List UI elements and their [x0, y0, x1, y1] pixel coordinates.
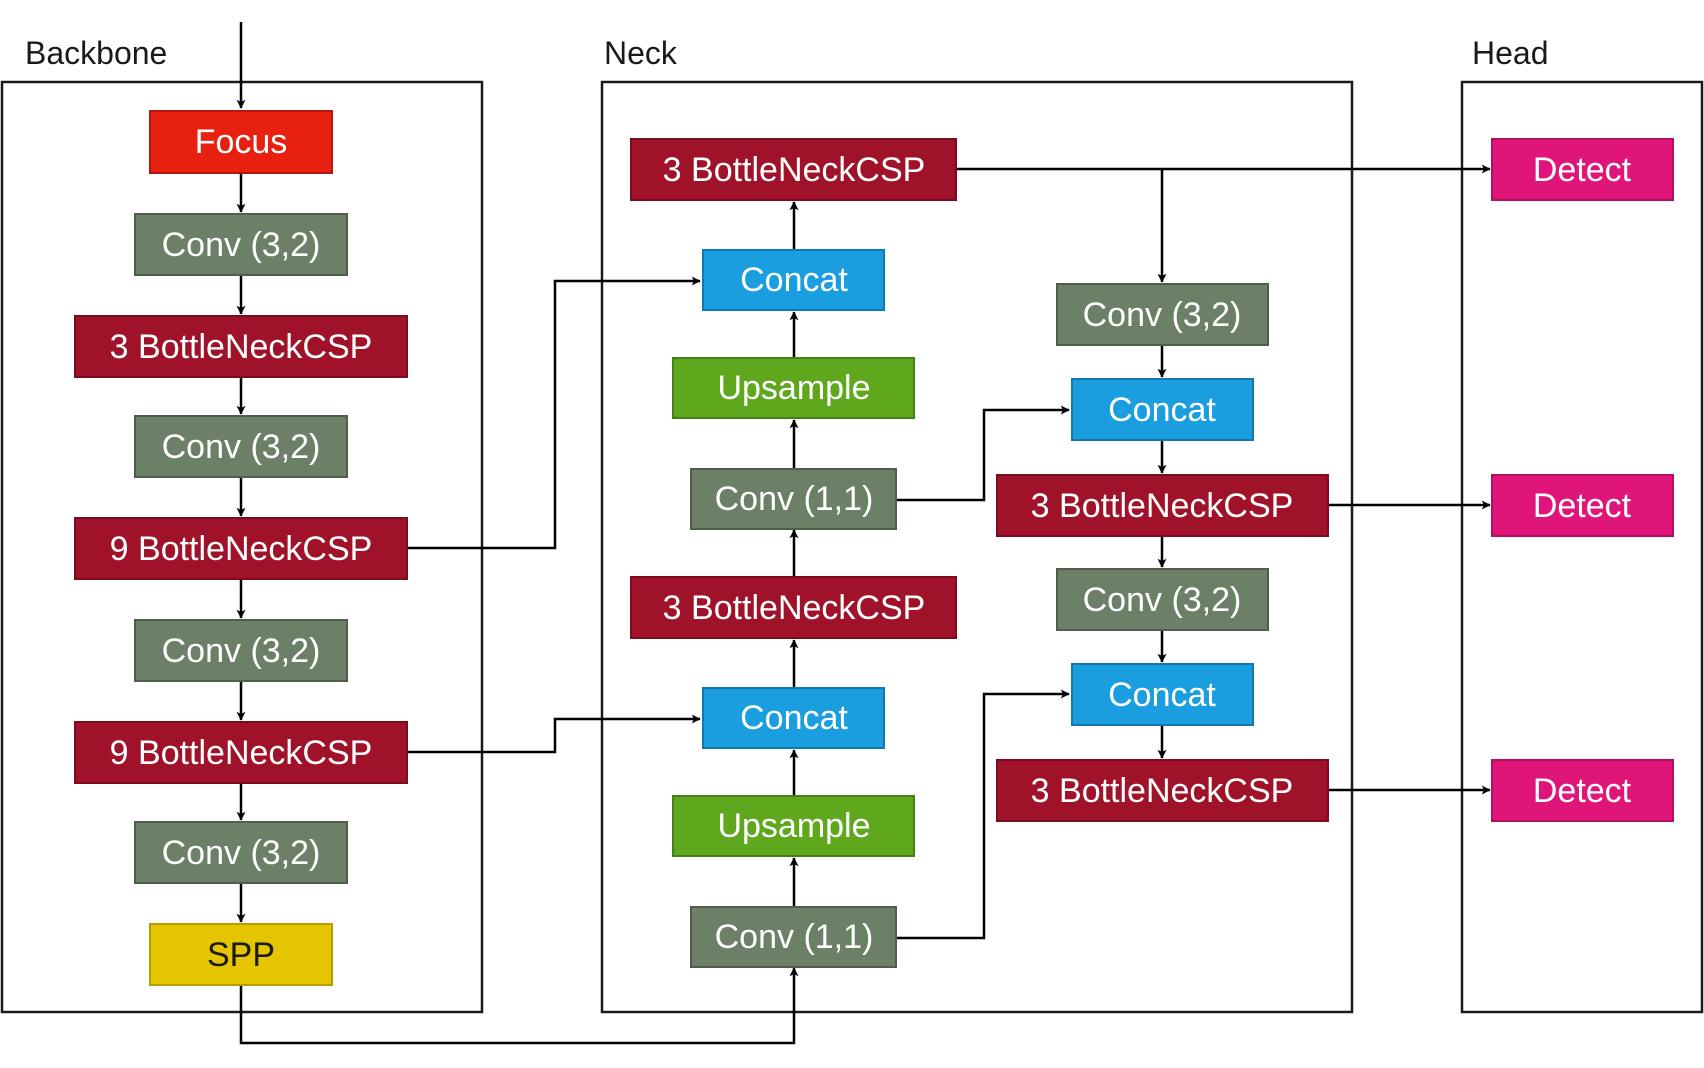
detect-node: Detect	[1491, 759, 1674, 822]
concat-label: Concat	[1108, 391, 1216, 429]
conv-label: Conv (1,1)	[715, 918, 874, 956]
conv-node: Conv (3,2)	[134, 619, 348, 682]
conv-node: Conv (3,2)	[134, 213, 348, 276]
upsample-node: Upsample	[672, 795, 915, 857]
bottleneck-csp-label: 3 BottleNeckCSP	[1031, 487, 1294, 525]
bottleneck-csp-node: 3 BottleNeckCSP	[630, 576, 957, 639]
neck-left-nodes: 3 BottleNeckCSP Concat Upsample Conv (1,…	[630, 138, 957, 968]
detect-label: Detect	[1533, 772, 1632, 810]
bottleneck-csp-label: 3 BottleNeckCSP	[663, 589, 926, 627]
conv-node: Conv (1,1)	[690, 468, 897, 530]
bottleneck-csp-node: 3 BottleNeckCSP	[996, 474, 1329, 537]
edge-spp-conv-bottom	[239, 967, 799, 1045]
spp-label: SPP	[207, 936, 275, 974]
bottleneck-csp-node: 3 BottleNeckCSP	[630, 138, 957, 201]
bottleneck-csp-node: 9 BottleNeckCSP	[74, 721, 408, 784]
conv-node: Conv (3,2)	[134, 821, 348, 884]
conv-node: Conv (3,2)	[134, 415, 348, 478]
conv-label: Conv (3,2)	[162, 632, 321, 670]
bottleneck-csp-node: 9 BottleNeckCSP	[74, 517, 408, 580]
bottleneck-csp-label: 3 BottleNeckCSP	[663, 151, 926, 189]
concat-node: Concat	[702, 687, 885, 749]
concat-label: Concat	[740, 261, 848, 299]
edge-csp3-concat-bottom	[407, 714, 701, 754]
backbone-label: Backbone	[25, 35, 167, 71]
bottleneck-csp-label: 9 BottleNeckCSP	[110, 734, 373, 772]
upsample-label: Upsample	[717, 807, 870, 845]
bottleneck-csp-label: 3 BottleNeckCSP	[1031, 772, 1294, 810]
edge-csp2-concat-top	[407, 276, 701, 550]
concat-label: Concat	[740, 699, 848, 737]
edges	[236, 22, 1491, 1045]
detect-label: Detect	[1533, 487, 1632, 525]
bottleneck-csp-node: 3 BottleNeckCSP	[996, 759, 1329, 822]
neck-right-nodes: Conv (3,2) Concat 3 BottleNeckCSP Conv (…	[996, 283, 1329, 822]
conv-label: Conv (3,2)	[1083, 581, 1242, 619]
bottleneck-csp-label: 3 BottleNeckCSP	[110, 328, 373, 366]
concat-label: Concat	[1108, 676, 1216, 714]
upsample-label: Upsample	[717, 369, 870, 407]
edge-conv-top-concat-r1	[896, 405, 1070, 502]
concat-node: Concat	[1071, 378, 1254, 441]
concat-node: Concat	[1071, 663, 1254, 726]
focus-label: Focus	[195, 123, 288, 161]
conv-label: Conv (3,2)	[162, 834, 321, 872]
neck-label: Neck	[604, 35, 678, 71]
upsample-node: Upsample	[672, 357, 915, 419]
edge-conv-bottom-concat-r2	[896, 689, 1070, 940]
detect-node: Detect	[1491, 138, 1674, 201]
spp-node: SPP	[149, 923, 333, 986]
bottleneck-csp-node: 3 BottleNeckCSP	[74, 315, 408, 378]
bottleneck-csp-label: 9 BottleNeckCSP	[110, 530, 373, 568]
conv-label: Conv (3,2)	[162, 428, 321, 466]
backbone-nodes: Focus Conv (3,2) 3 BottleNeckCSP Conv (3…	[74, 110, 408, 986]
focus-node: Focus	[149, 110, 333, 174]
conv-node: Conv (1,1)	[690, 906, 897, 968]
conv-label: Conv (3,2)	[1083, 296, 1242, 334]
head-label: Head	[1472, 35, 1549, 71]
conv-label: Conv (1,1)	[715, 480, 874, 518]
detect-label: Detect	[1533, 151, 1632, 189]
detect-node: Detect	[1491, 474, 1674, 537]
concat-node: Concat	[702, 249, 885, 311]
conv-node: Conv (3,2)	[1056, 283, 1269, 346]
head-nodes: Detect Detect Detect	[1491, 138, 1674, 822]
conv-node: Conv (3,2)	[1056, 568, 1269, 631]
head-frame	[1460, 80, 1704, 1014]
conv-label: Conv (3,2)	[162, 226, 321, 264]
neck-frame	[600, 80, 1354, 1014]
